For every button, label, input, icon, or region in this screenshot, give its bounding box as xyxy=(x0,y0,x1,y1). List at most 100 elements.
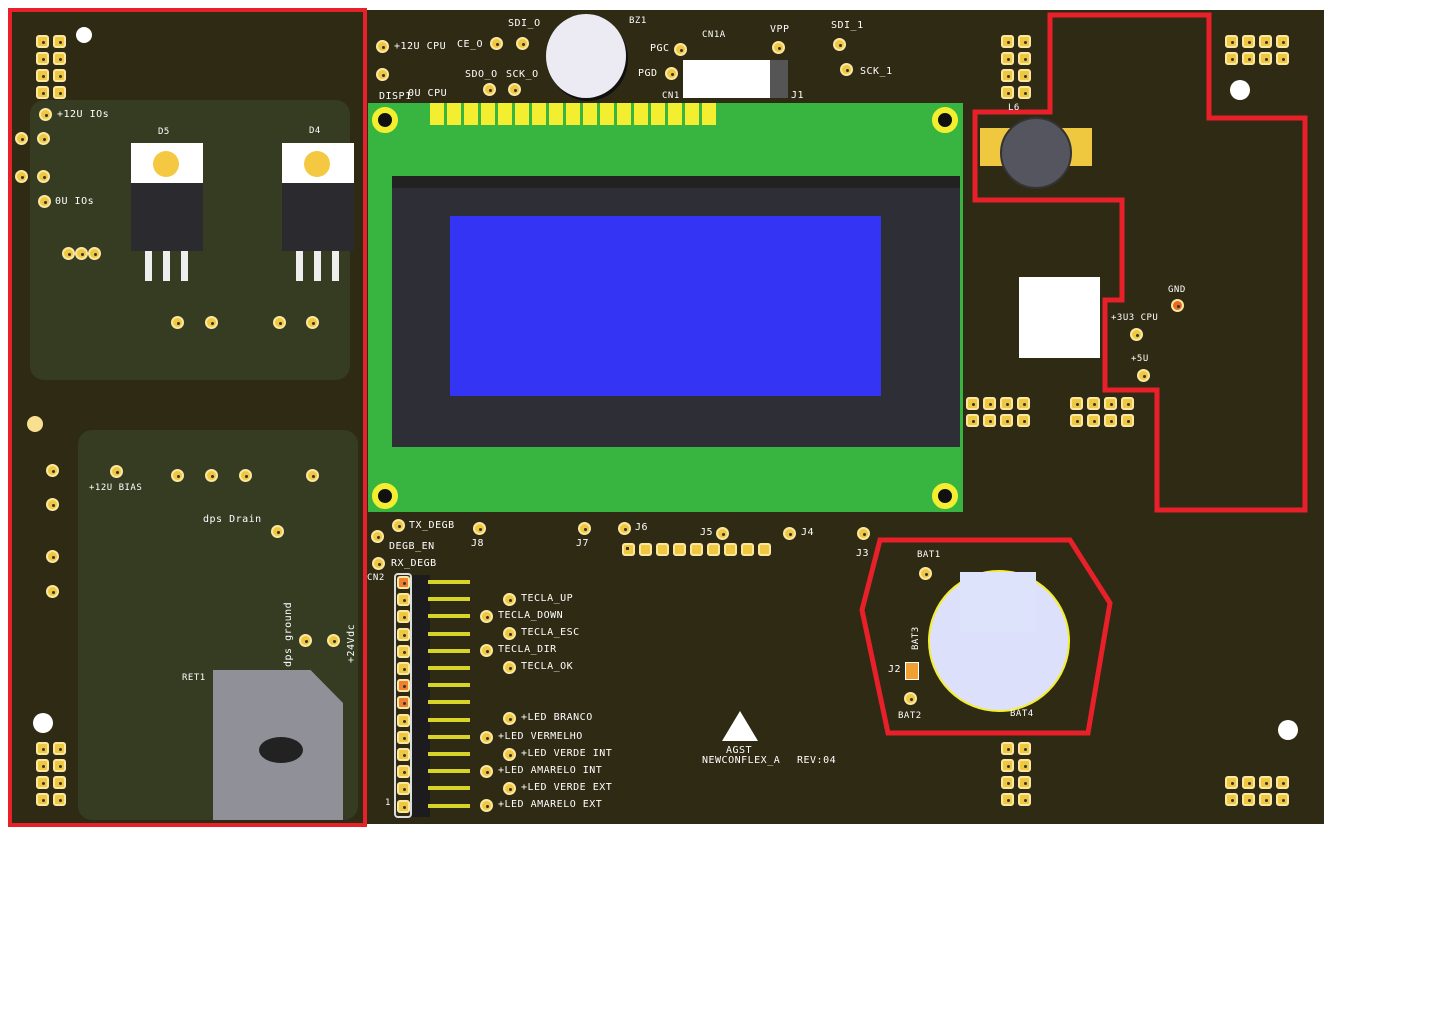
test-point xyxy=(503,712,516,725)
cn2-pin-lead xyxy=(428,752,470,756)
cn2-pin-lead xyxy=(428,648,470,653)
connector-cn2-housing xyxy=(412,575,430,817)
cn2-pin-lead xyxy=(428,597,470,602)
jumper-j1 xyxy=(770,60,788,98)
label-0v-ios: 0U IOs xyxy=(55,196,95,207)
label-j4: J4 xyxy=(801,527,815,538)
highlight-left-region xyxy=(8,8,367,827)
cn2-pin xyxy=(397,644,410,658)
label-j6: J6 xyxy=(635,522,649,533)
cn2-pin-lead xyxy=(428,683,470,688)
test-point xyxy=(503,593,516,606)
label-bat2: BAT2 xyxy=(898,711,922,721)
label-dps-drain: dps Drain xyxy=(203,514,262,525)
label-bat3: BAT3 xyxy=(911,626,921,650)
connector-cn2 xyxy=(394,573,412,818)
cn2-pin xyxy=(397,730,410,744)
cn2-pin-lead xyxy=(428,631,470,636)
lcd-screen xyxy=(450,216,881,396)
test-point xyxy=(480,731,493,744)
label-bz1: BZ1 xyxy=(629,16,647,26)
label-vpp: VPP xyxy=(770,24,790,35)
regulator-d5 xyxy=(131,143,203,281)
label-degb-en: DEGB_EN xyxy=(389,541,435,552)
label-12v-ios: +12U IOs xyxy=(57,109,110,120)
label-sdi-1: SDI_1 xyxy=(831,20,864,31)
cn2-pin xyxy=(397,593,410,607)
mounting-hole xyxy=(1278,720,1298,740)
test-point xyxy=(503,627,516,640)
label-ret1: RET1 xyxy=(182,673,206,683)
cn2-pin-lead xyxy=(428,734,470,739)
label-l6: L6 xyxy=(1008,103,1020,113)
cn2-pin xyxy=(397,696,410,710)
lcd-header-pins xyxy=(430,103,716,125)
lcd-module xyxy=(368,103,963,512)
label-j3: J3 xyxy=(856,548,870,559)
cn2-pin-lead xyxy=(428,700,470,705)
cn2-pin-lead xyxy=(428,614,470,619)
label-tx-degb: TX_DEGB xyxy=(409,520,455,531)
label-sck-1: SCK_1 xyxy=(860,66,893,77)
label-signal: TECLA_UP xyxy=(521,593,574,604)
mounting-hole xyxy=(1230,80,1250,100)
mounting-hole xyxy=(27,416,43,432)
label-bat4: BAT4 xyxy=(1010,709,1034,719)
label-rx-degb: RX_DEGB xyxy=(391,558,437,569)
label-d5: D5 xyxy=(158,127,170,137)
label-cn1a: CN1A xyxy=(702,30,726,40)
label-signal: +LED AMARELO INT xyxy=(498,765,603,776)
board-revision: REV:04 xyxy=(797,755,837,766)
cn2-pin xyxy=(397,627,410,641)
inductor-l6 xyxy=(1000,117,1072,189)
label-dps-ground: dps ground xyxy=(283,601,294,667)
label-bat1: BAT1 xyxy=(917,550,941,560)
label-d4: D4 xyxy=(309,126,321,136)
label-j1: J1 xyxy=(791,90,805,101)
label-j2: J2 xyxy=(888,664,902,675)
regulator-d4 xyxy=(282,143,354,281)
cn2-pin xyxy=(397,782,410,796)
label-signal: TECLA_OK xyxy=(521,661,574,672)
label-cn2: CN2 xyxy=(367,573,385,583)
label-j7: J7 xyxy=(576,538,590,549)
label-signal: +LED VERMELHO xyxy=(498,731,583,742)
cn2-pin-lead xyxy=(428,769,470,774)
label-signal: +LED VERDE INT xyxy=(521,748,613,759)
cn2-pin xyxy=(397,748,410,761)
cn2-pin xyxy=(397,576,410,589)
cn2-pin xyxy=(397,679,410,693)
label-ce-o: CE_O xyxy=(457,39,484,50)
label-sdo-o: SDO_O xyxy=(465,69,498,80)
label-3v3-cpu: +3U3 CPU xyxy=(1111,313,1159,323)
test-point xyxy=(503,661,516,674)
label-gnd: GND xyxy=(1168,285,1186,295)
label-24vdc: +24Vdc xyxy=(346,623,357,663)
highlight-power-region xyxy=(972,12,1308,513)
label-12v-bias: +12U BIAS xyxy=(89,483,143,493)
test-point xyxy=(480,799,493,812)
label-signal: +LED BRANCO xyxy=(521,712,593,723)
label-12v-cpu: +12U CPU xyxy=(394,41,447,52)
cn2-pin-lead xyxy=(428,580,470,584)
component-footprint xyxy=(1019,277,1100,358)
label-sdi-o: SDI_O xyxy=(508,18,541,29)
highlight-battery-region xyxy=(859,537,1113,736)
cn2-pin-lead xyxy=(428,803,470,808)
header-row xyxy=(622,543,771,556)
label-signal: TECLA_DOWN xyxy=(498,610,564,621)
label-j5: J5 xyxy=(700,527,714,538)
label-pin1: 1 xyxy=(385,798,391,808)
label-sck-o: SCK_O xyxy=(506,69,539,80)
label-cn1: CN1 xyxy=(662,91,680,101)
label-signal: TECLA_ESC xyxy=(521,627,580,638)
mounting-hole xyxy=(76,27,92,43)
battery-clip xyxy=(960,572,1036,632)
label-pgc: PGC xyxy=(650,43,670,54)
label-0v-cpu: 0U CPU xyxy=(408,88,448,99)
label-disp1: DISP1 xyxy=(379,91,412,102)
board-name: NEWCONFLEX_A xyxy=(702,755,781,766)
cn2-pin-lead xyxy=(428,717,470,722)
mounting-hole xyxy=(33,713,53,733)
